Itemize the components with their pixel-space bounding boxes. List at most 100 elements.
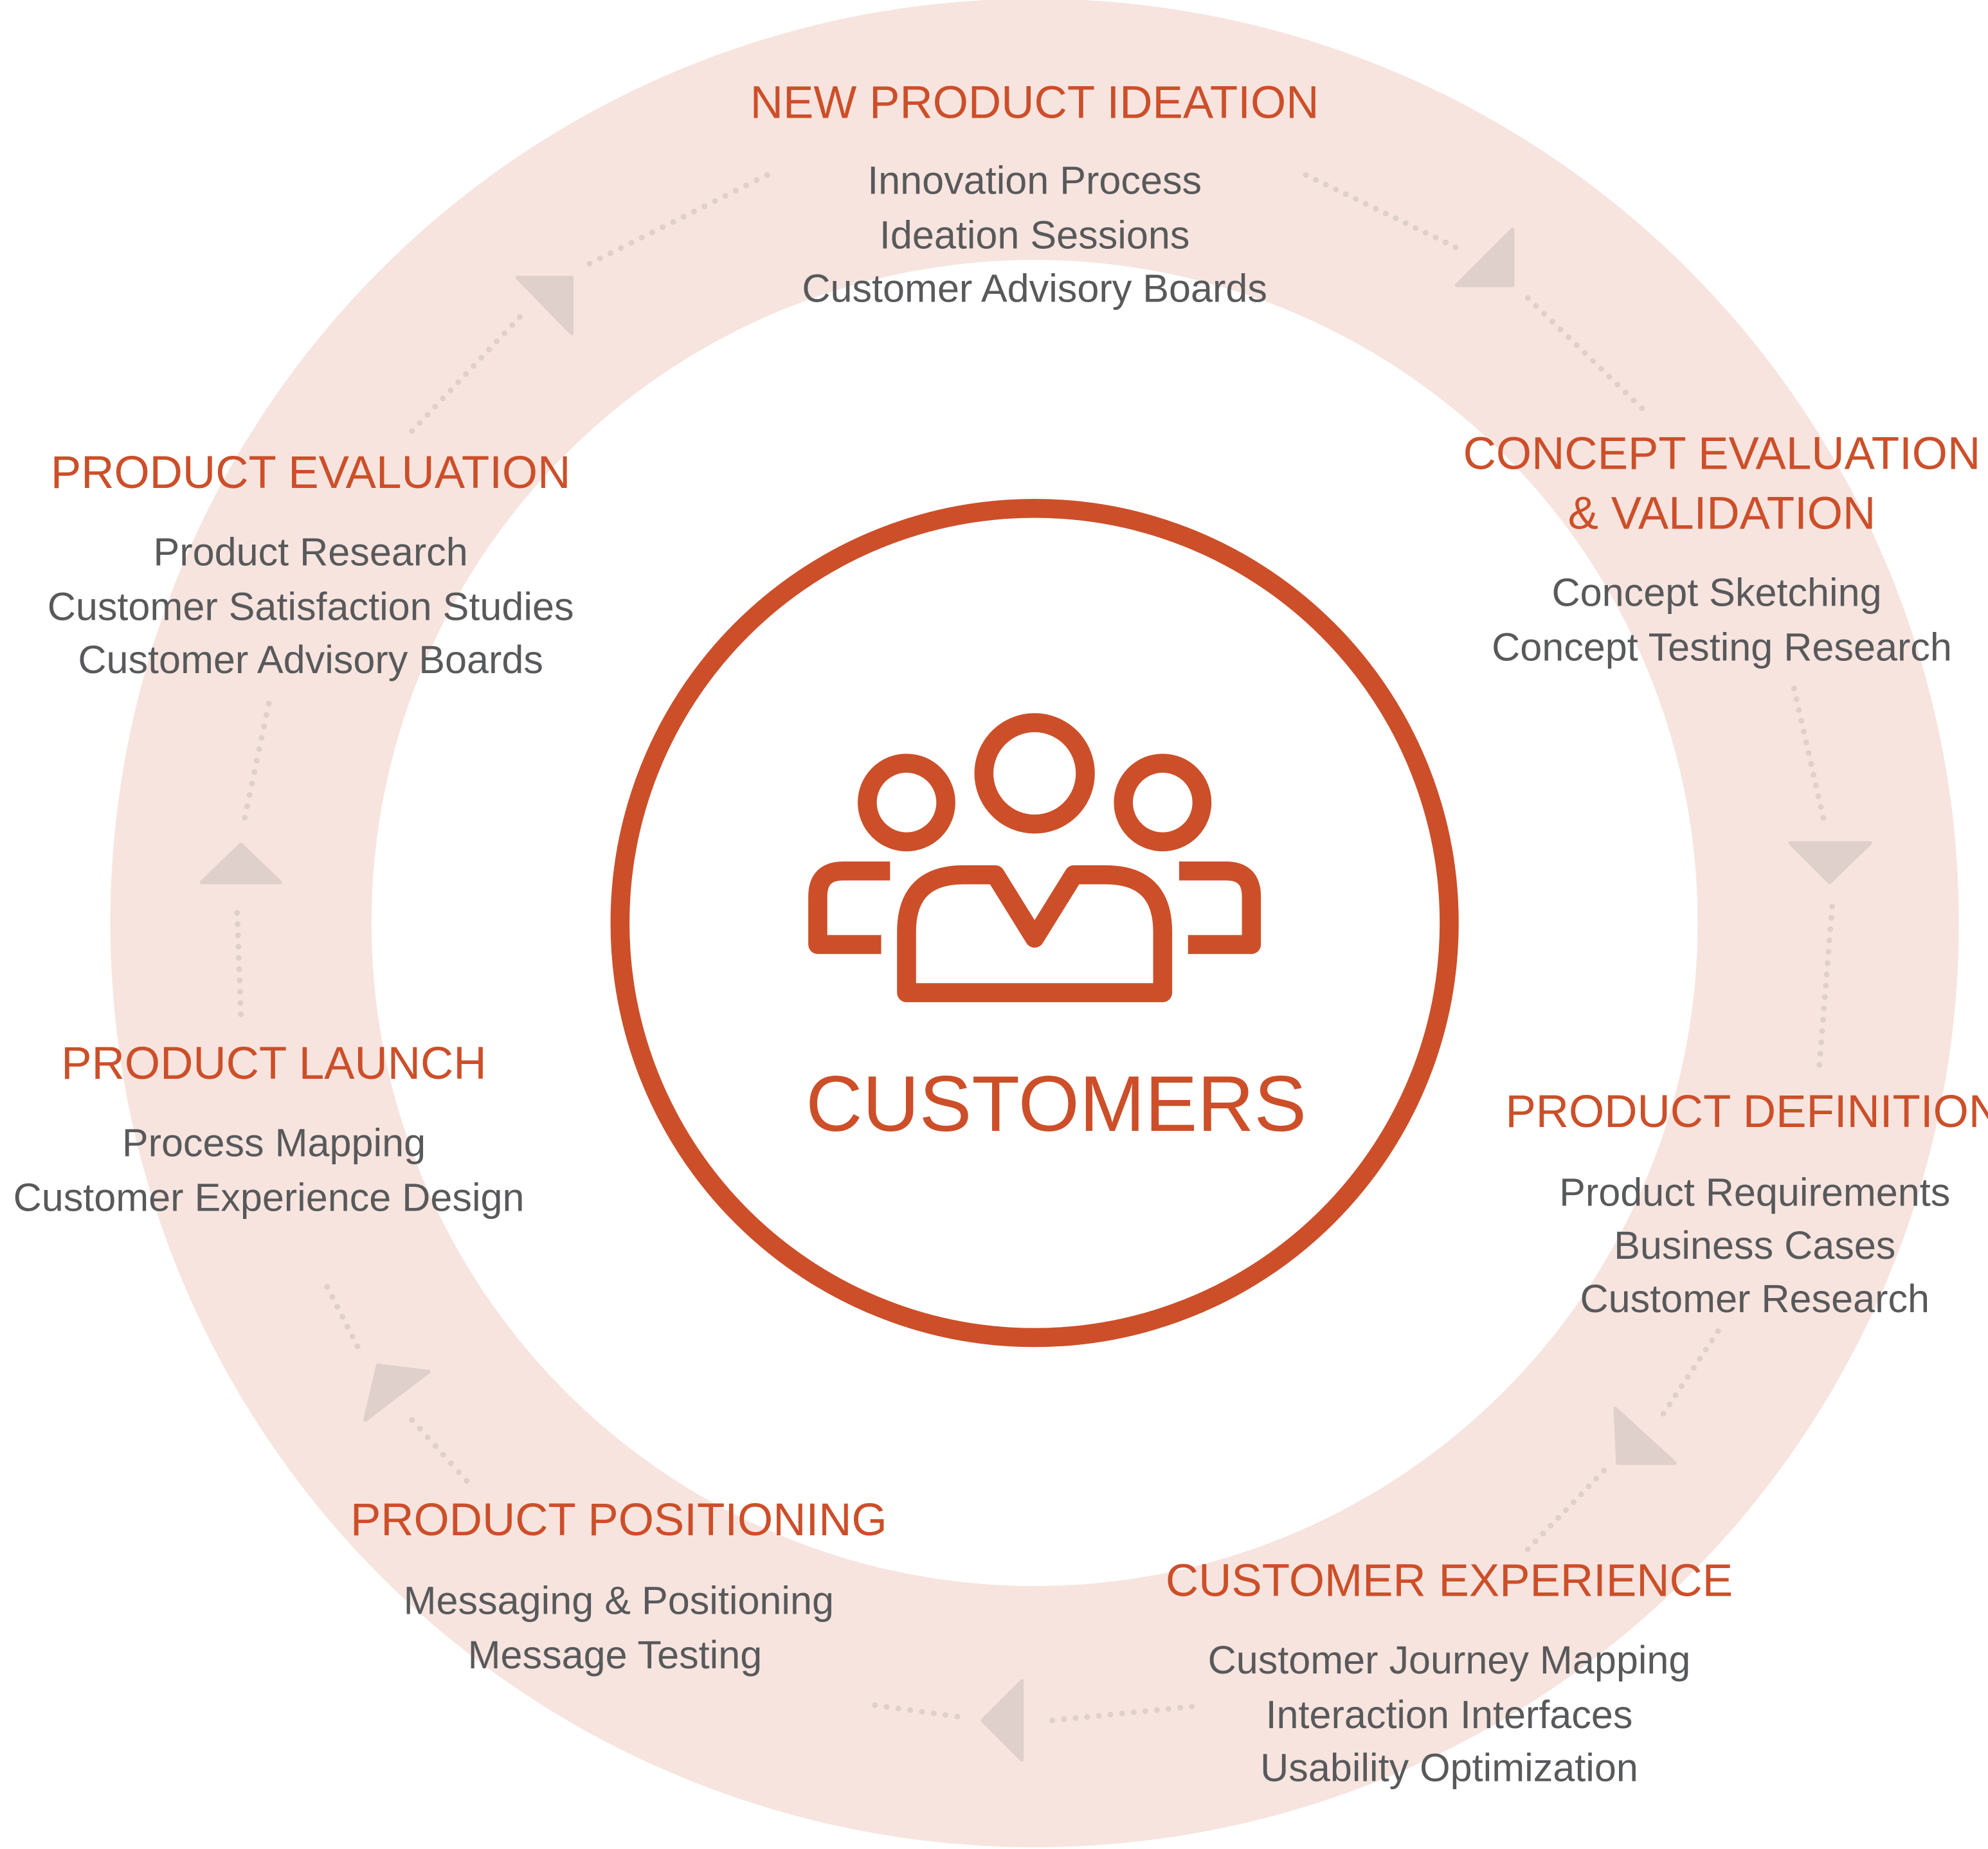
connector-dot bbox=[234, 910, 240, 916]
connector-dot bbox=[638, 235, 645, 241]
stage-item: Business Cases bbox=[1614, 1223, 1895, 1267]
connector-dot bbox=[1142, 1708, 1148, 1715]
connector-dot bbox=[1323, 181, 1329, 188]
connector-dot bbox=[691, 208, 697, 215]
connector-dot bbox=[1548, 1522, 1554, 1529]
connector-dot bbox=[1442, 239, 1449, 246]
connector-dot bbox=[1586, 1483, 1592, 1490]
connector-dot bbox=[486, 347, 492, 353]
arrow-triangle-icon bbox=[1454, 227, 1515, 287]
arrow-triangle-icon bbox=[1788, 841, 1872, 885]
connector-dot bbox=[1582, 350, 1588, 356]
connector-dot bbox=[1313, 177, 1319, 183]
center-label: CUSTOMERS bbox=[806, 1060, 1306, 1148]
stage-title: PRODUCT POSITIONING bbox=[350, 1495, 887, 1546]
stage-title: PRODUCT EVALUATION bbox=[51, 447, 571, 498]
stage-item: Message Testing bbox=[468, 1633, 763, 1677]
connector-dot bbox=[258, 735, 265, 741]
connector-dot bbox=[417, 420, 423, 426]
connector-dot bbox=[954, 1713, 961, 1720]
connector-dot bbox=[1413, 225, 1419, 231]
connector-dot bbox=[235, 943, 242, 950]
connector-dot bbox=[1578, 1491, 1584, 1497]
connector-dot bbox=[463, 371, 469, 377]
connector-dot bbox=[1796, 707, 1802, 713]
connector-dot bbox=[263, 712, 269, 718]
connector-dot bbox=[440, 1452, 446, 1458]
connector-dot bbox=[324, 1284, 330, 1290]
connector-dot bbox=[1557, 326, 1564, 332]
connector-dot bbox=[1061, 1716, 1067, 1722]
connector-dot bbox=[649, 229, 655, 235]
connector-dot bbox=[1827, 926, 1834, 932]
stage-title: PRODUCT LAUNCH bbox=[61, 1038, 486, 1089]
connector-dot bbox=[660, 224, 666, 230]
connector-dot bbox=[1811, 771, 1817, 778]
stage-item: Customer Journey Mapping bbox=[1208, 1638, 1691, 1682]
connector-dot bbox=[1660, 1411, 1667, 1417]
connector-dot bbox=[1606, 374, 1613, 380]
stage-item: Customer Research bbox=[1580, 1277, 1929, 1321]
stage-item: Ideation Sessions bbox=[880, 213, 1190, 257]
connector-dot bbox=[447, 1460, 455, 1466]
connector-dot bbox=[251, 769, 258, 775]
stage-item: Product Requirements bbox=[1559, 1170, 1950, 1214]
connector-dot bbox=[1622, 389, 1629, 396]
dotted-connectors bbox=[234, 172, 1836, 1724]
stage-title: NEW PRODUCT IDEATION bbox=[750, 77, 1319, 128]
stage-item: Customer Advisory Boards bbox=[78, 638, 543, 681]
stage-concept-evaluation: CONCEPT EVALUATION & VALIDATION Concept … bbox=[1463, 429, 1981, 669]
connector-dot bbox=[1084, 1714, 1090, 1720]
people-group-icon bbox=[808, 713, 1261, 1002]
connector-dot bbox=[1639, 405, 1645, 411]
arrow-triangle-icon bbox=[199, 842, 282, 885]
connector-dot bbox=[424, 411, 431, 418]
connector-dot bbox=[329, 1294, 336, 1300]
connector-dot bbox=[670, 219, 676, 225]
connector-dot bbox=[417, 1425, 423, 1432]
connector-dot bbox=[732, 187, 739, 194]
stage-item: Innovation Process bbox=[867, 159, 1202, 203]
connector-dot bbox=[1667, 1402, 1673, 1408]
stage-title: CUSTOMER EXPERIENCE bbox=[1166, 1556, 1733, 1607]
connector-dot bbox=[1422, 230, 1429, 236]
connector-dot bbox=[919, 1708, 925, 1715]
connector-dot bbox=[471, 363, 477, 369]
connector-dot bbox=[354, 1343, 361, 1349]
connector-dot bbox=[1821, 994, 1828, 1000]
connector-dot bbox=[1373, 206, 1379, 212]
connector-dot bbox=[1715, 1328, 1721, 1335]
connector-dot bbox=[1303, 172, 1309, 178]
connector-dot bbox=[943, 1712, 949, 1718]
connector-dot bbox=[1631, 397, 1637, 404]
connector-dot bbox=[236, 966, 242, 973]
connector-dot bbox=[1791, 685, 1797, 692]
connector-dot bbox=[1815, 793, 1821, 799]
connector-dot bbox=[1524, 1546, 1531, 1553]
stage-item: Process Mapping bbox=[122, 1121, 426, 1164]
connector-dot bbox=[237, 989, 243, 995]
connector-dot bbox=[1805, 750, 1812, 756]
connector-dot bbox=[1540, 1530, 1546, 1537]
connector-dot bbox=[246, 791, 253, 798]
connector-dot bbox=[1382, 210, 1389, 217]
connector-dot bbox=[586, 260, 593, 267]
connector-dot bbox=[1798, 717, 1805, 724]
connector-dot bbox=[1153, 1707, 1160, 1713]
arrow-triangle-icon bbox=[363, 1363, 431, 1422]
connector-dot bbox=[244, 803, 250, 809]
cycle-ring bbox=[110, 0, 1959, 1847]
stage-title: & VALIDATION bbox=[1568, 488, 1876, 539]
connector-dot bbox=[1826, 937, 1832, 944]
connector-dot bbox=[722, 193, 728, 199]
connector-dot bbox=[249, 780, 255, 787]
connector-dot bbox=[455, 379, 462, 385]
connector-dot bbox=[1817, 1051, 1823, 1057]
stage-item: Customer Advisory Boards bbox=[802, 266, 1267, 310]
connector-dot bbox=[764, 172, 770, 178]
stage-item: Concept Sketching bbox=[1552, 571, 1882, 615]
connector-dot bbox=[1432, 235, 1439, 241]
connector-dot bbox=[1353, 196, 1359, 203]
connector-dot bbox=[237, 977, 243, 984]
